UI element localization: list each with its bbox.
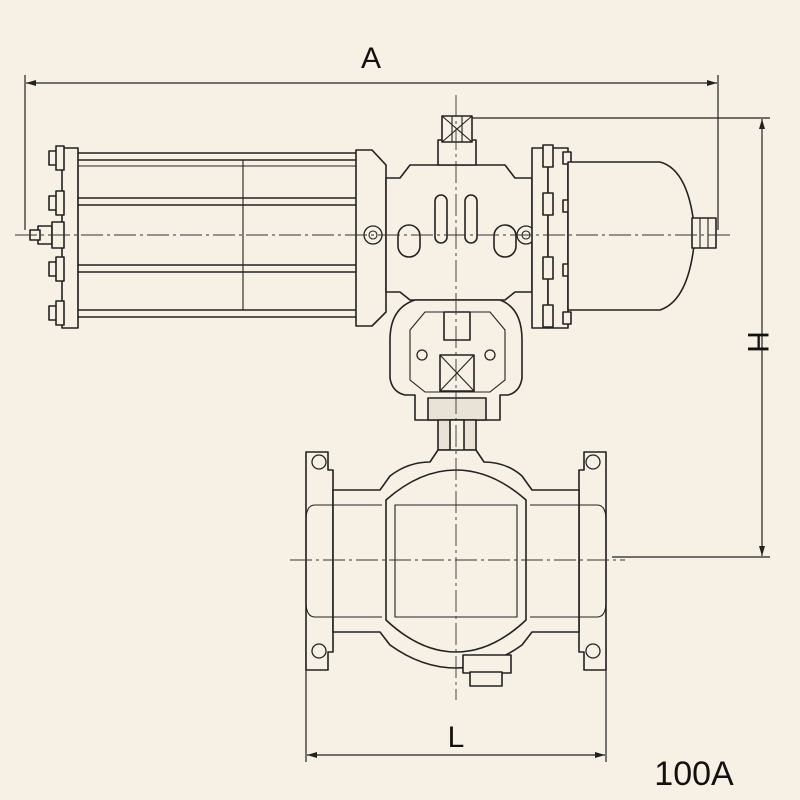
position-indicator-base: [437, 139, 477, 166]
center-lines: [15, 95, 730, 700]
dimension-h: H: [470, 117, 774, 558]
air-port-fitting: [29, 221, 65, 249]
cap-adjust-screw: [691, 217, 717, 249]
dimension-a: A: [24, 42, 719, 230]
gland-flange: [427, 397, 487, 421]
flange-left: [305, 451, 334, 671]
cap-bolts: [542, 144, 572, 328]
dimension-l: L: [305, 640, 607, 762]
housing-slot-right: [464, 194, 478, 244]
housing-window-right: [493, 224, 517, 258]
size-label: 100A: [654, 755, 734, 793]
actuator-cylinder: [29, 145, 387, 329]
actuator-housing: [363, 115, 536, 301]
dimension-h-label: H: [741, 331, 774, 353]
tie-rods: [77, 152, 361, 318]
housing-slot-left: [434, 194, 448, 244]
drain-plug: [462, 654, 512, 674]
dimension-l-label: L: [448, 721, 465, 754]
cap-flange: [531, 147, 549, 329]
actuator-spring-cap: [531, 144, 717, 329]
coupling-block: [443, 311, 471, 341]
cap-flange-outer: [547, 147, 569, 329]
dimension-a-label: A: [361, 42, 381, 75]
housing-window-left: [397, 224, 421, 258]
flange-right: [578, 451, 607, 671]
cap-dome: [567, 161, 696, 311]
tie-rod-nuts: [48, 145, 65, 326]
